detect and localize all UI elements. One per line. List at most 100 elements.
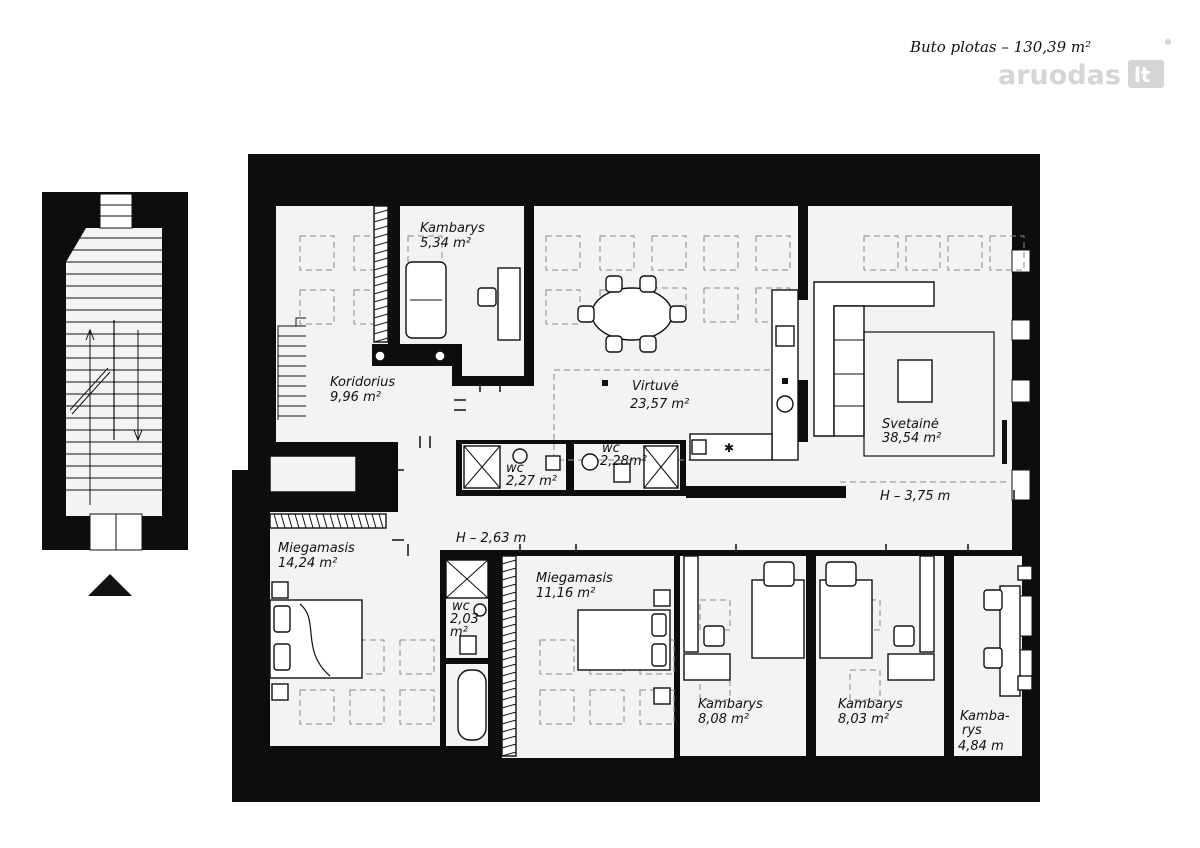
miegamasis1-floor-ext	[398, 550, 440, 746]
hatch-line	[501, 727, 517, 733]
dining-table	[591, 287, 673, 341]
hatch-line	[373, 297, 389, 303]
room-area-koridorius: 9,96 m²	[330, 390, 381, 405]
hatch-line	[501, 735, 517, 741]
door-markers	[392, 380, 1015, 556]
wc-toilet-3	[473, 603, 487, 617]
bed-803	[819, 579, 873, 659]
room-name-virtuve: Virtuvė	[632, 379, 679, 394]
hatch-line	[501, 679, 517, 685]
hatch-line	[373, 241, 389, 247]
desk-kambarys	[497, 267, 521, 341]
ceiling-grid-cell	[299, 235, 335, 271]
room-area-miegamasis1: 14,24 m²	[278, 556, 337, 571]
tv-icon	[1002, 420, 1007, 464]
wall-virtuve-left	[524, 206, 534, 386]
hatch-line	[501, 647, 517, 653]
ceiling-grid-cell	[539, 639, 575, 675]
ceiling-grid-cell	[349, 689, 385, 725]
virtuve-floor-ext	[452, 386, 534, 442]
sink-icon	[776, 395, 794, 413]
north-arrow-icon	[88, 574, 132, 596]
hatch-line	[373, 265, 389, 271]
height-living: H – 3,75 m	[880, 489, 950, 504]
hatch-line	[501, 623, 517, 629]
wardrobe-miegamasis1	[269, 513, 387, 529]
room-area-kambarys-808: 8,08 m²	[698, 712, 749, 727]
watermark-dot	[1165, 39, 1171, 45]
room-name-svetaine: Svetainė	[882, 417, 939, 432]
room-name-miegamasis2: Miegamasis	[536, 571, 613, 586]
room-name-kambarys-484-line2: rys	[962, 723, 982, 738]
room-name-kambarys-808: Kambarys	[698, 697, 763, 712]
room-area-wc1: 2,27 m²	[506, 474, 557, 489]
hatch-line	[501, 559, 517, 565]
hatch-line	[501, 671, 517, 677]
hatch-line	[373, 249, 389, 255]
bed-808	[751, 579, 805, 659]
room-area-svetaine: 38,54 m²	[882, 431, 941, 446]
hatch-line	[371, 513, 377, 529]
hatch-line	[343, 513, 349, 529]
desk-803	[887, 653, 935, 681]
ceiling-grid-cell	[589, 689, 625, 725]
ceiling-grid-cell	[399, 639, 435, 675]
wardrobe-hatching	[373, 209, 389, 343]
room-name-kambarys-small: Kambarys	[420, 221, 485, 236]
apartment-area-label: Buto plotas – 130,39 m²	[909, 38, 1091, 56]
hatch-line	[501, 583, 517, 589]
room-area-kambarys-484: 4,84 m	[958, 739, 1004, 754]
ceiling-grid-cell	[349, 639, 385, 675]
hatch-line	[501, 575, 517, 581]
staircase	[42, 192, 188, 551]
hatch-line	[364, 513, 370, 529]
hatch-line	[373, 217, 389, 223]
wc-toilet-1	[512, 448, 528, 464]
window-right-1	[1011, 249, 1031, 273]
hatch-line	[373, 321, 389, 327]
room-name-wc3: wc	[452, 599, 470, 614]
hatch-line	[373, 337, 389, 343]
asterisk-icon: ✱	[724, 441, 734, 455]
chair-kambarys	[477, 287, 497, 307]
window-right-4	[1011, 469, 1031, 501]
hatch-line	[336, 513, 342, 529]
hatch-line	[501, 655, 517, 661]
hatch-line	[373, 305, 389, 311]
staircase-top-window	[99, 193, 133, 229]
hatch-line	[301, 513, 307, 529]
ceiling-grid-cell	[639, 639, 675, 675]
hatch-line	[501, 663, 517, 669]
ceiling-grid-cell	[299, 689, 335, 725]
room-area-miegamasis2: 11,16 m²	[536, 586, 595, 601]
ceiling-grid-cell	[651, 235, 687, 271]
hatch-line	[287, 513, 293, 529]
lamp-icon	[374, 350, 386, 362]
coffee-table	[897, 359, 933, 403]
hatch-line	[501, 567, 517, 573]
sofa-seat	[833, 305, 865, 437]
ceiling-grid-cell	[905, 235, 941, 271]
hatch-line	[373, 329, 389, 335]
wardrobe2-hatching	[273, 513, 384, 529]
storage-box	[269, 455, 357, 493]
ceiling-grid-cell	[849, 669, 881, 701]
hatch-line	[294, 513, 300, 529]
desk-484	[999, 585, 1021, 697]
hatch-line	[501, 639, 517, 645]
outer-wall-left-lower	[232, 470, 262, 802]
hatch-line	[501, 719, 517, 725]
hatch-line	[273, 513, 279, 529]
hatch-line	[378, 513, 384, 529]
living-rug	[863, 331, 995, 457]
wardrobe3-hatching	[501, 559, 517, 757]
room-area-wc3-line2: m²	[450, 625, 468, 640]
hatch-line	[373, 233, 389, 239]
hatch-line	[350, 513, 356, 529]
hatch-line	[501, 591, 517, 597]
ceiling-grid-cell	[545, 235, 581, 271]
wc-toilet-2	[581, 453, 599, 471]
koridorius-floor-lower	[276, 386, 452, 442]
ceiling-grid-cell	[599, 235, 635, 271]
